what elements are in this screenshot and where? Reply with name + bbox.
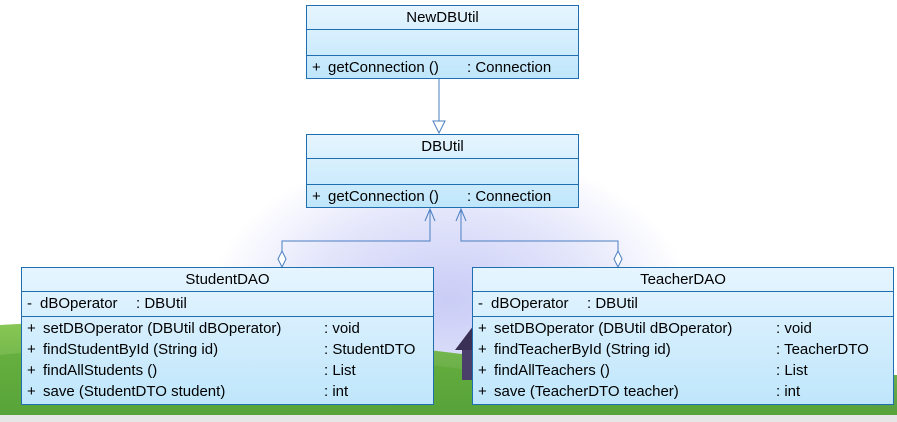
operation-row: + setDBOperator (DBUtil dBOperator) : vo…	[473, 318, 893, 339]
operation-row: + findTeacherById (String id) : TeacherD…	[473, 339, 893, 360]
operation-row: + findStudentById (String id) : StudentD…	[22, 339, 433, 360]
generalization-arrowhead	[432, 120, 446, 135]
operation-signature: getConnection ()	[328, 59, 439, 76]
operation-signature: setDBOperator (DBUtil dBOperator)	[494, 320, 733, 337]
visibility: -	[27, 295, 32, 312]
operation-row: + save (StudentDTO student) : int	[22, 381, 433, 402]
visibility: +	[478, 383, 487, 400]
attributes-compartment	[307, 159, 578, 185]
operation-type: : List	[776, 362, 808, 379]
operation-signature: findAllTeachers ()	[494, 362, 610, 379]
attribute-row: - dBOperator : DBUtil	[22, 293, 433, 314]
attributes-compartment: - dBOperator : DBUtil	[473, 292, 893, 317]
teacherdao-aggregation-diamond	[613, 249, 623, 269]
operation-type: : Connection	[467, 188, 552, 205]
operation-signature: save (StudentDTO student)	[43, 383, 226, 400]
operation-type: : TeacherDTO	[776, 341, 869, 358]
operation-signature: findTeacherById (String id)	[494, 341, 671, 358]
operation-row: + findAllStudents () : List	[22, 360, 433, 381]
operation-signature: save (TeacherDTO teacher)	[494, 383, 679, 400]
operation-type: : int	[324, 383, 349, 400]
operation-signature: findAllStudents ()	[43, 362, 158, 379]
attribute-name: dBOperator	[491, 295, 569, 312]
operations-compartment: + setDBOperator (DBUtil dBOperator) : vo…	[473, 317, 893, 402]
studentdao-aggregation-diamond	[277, 249, 287, 269]
operations-compartment: + getConnection () : Connection	[307, 56, 578, 78]
operation-type: : Connection	[467, 59, 552, 76]
visibility: +	[478, 341, 487, 358]
visibility: +	[478, 362, 487, 379]
dbutil-class[interactable]: DBUtil + getConnection () : Connection	[306, 134, 579, 208]
teacherdao-class[interactable]: TeacherDAO - dBOperator : DBUtil + setDB…	[472, 267, 894, 405]
studentdao-aggregation-line	[281, 211, 431, 251]
operation-row: + findAllTeachers () : List	[473, 360, 893, 381]
operation-type: : void	[324, 320, 360, 337]
operation-type: : List	[324, 362, 356, 379]
studentdao-class[interactable]: StudentDAO - dBOperator : DBUtil + setDB…	[21, 267, 434, 405]
teacherdao-arrowhead	[455, 207, 467, 222]
class-name: TeacherDAO	[473, 268, 893, 292]
operation-signature: getConnection ()	[328, 188, 439, 205]
class-name: StudentDAO	[22, 268, 433, 292]
operation-row: + getConnection () : Connection	[307, 57, 578, 78]
operation-signature: findStudentById (String id)	[43, 341, 219, 358]
operation-type: : void	[776, 320, 812, 337]
operation-row: + getConnection () : Connection	[307, 186, 578, 207]
attributes-compartment: - dBOperator : DBUtil	[22, 292, 433, 317]
studentdao-arrowhead	[424, 207, 436, 222]
teacherdao-aggregation-line	[460, 211, 619, 251]
operation-type: : StudentDTO	[324, 341, 416, 358]
visibility: +	[312, 188, 321, 205]
operations-compartment: + getConnection () : Connection	[307, 185, 578, 207]
attribute-type: : DBUtil	[587, 295, 638, 312]
attributes-compartment	[307, 30, 578, 56]
visibility: -	[478, 295, 483, 312]
visibility: +	[478, 320, 487, 337]
visibility: +	[27, 362, 36, 379]
operation-type: : int	[776, 383, 801, 400]
visibility: +	[312, 59, 321, 76]
attribute-type: : DBUtil	[136, 295, 187, 312]
visibility: +	[27, 383, 36, 400]
attribute-name: dBOperator	[40, 295, 118, 312]
visibility: +	[27, 320, 36, 337]
operations-compartment: + setDBOperator (DBUtil dBOperator) : vo…	[22, 317, 433, 402]
newdbutil-class[interactable]: NewDBUtil + getConnection () : Connectio…	[306, 5, 579, 79]
operation-row: + setDBOperator (DBUtil dBOperator) : vo…	[22, 318, 433, 339]
attribute-row: - dBOperator : DBUtil	[473, 293, 893, 314]
class-name: NewDBUtil	[307, 6, 578, 30]
operation-row: + save (TeacherDTO teacher) : int	[473, 381, 893, 402]
operation-signature: setDBOperator (DBUtil dBOperator)	[43, 320, 282, 337]
class-name: DBUtil	[307, 135, 578, 159]
visibility: +	[27, 341, 36, 358]
